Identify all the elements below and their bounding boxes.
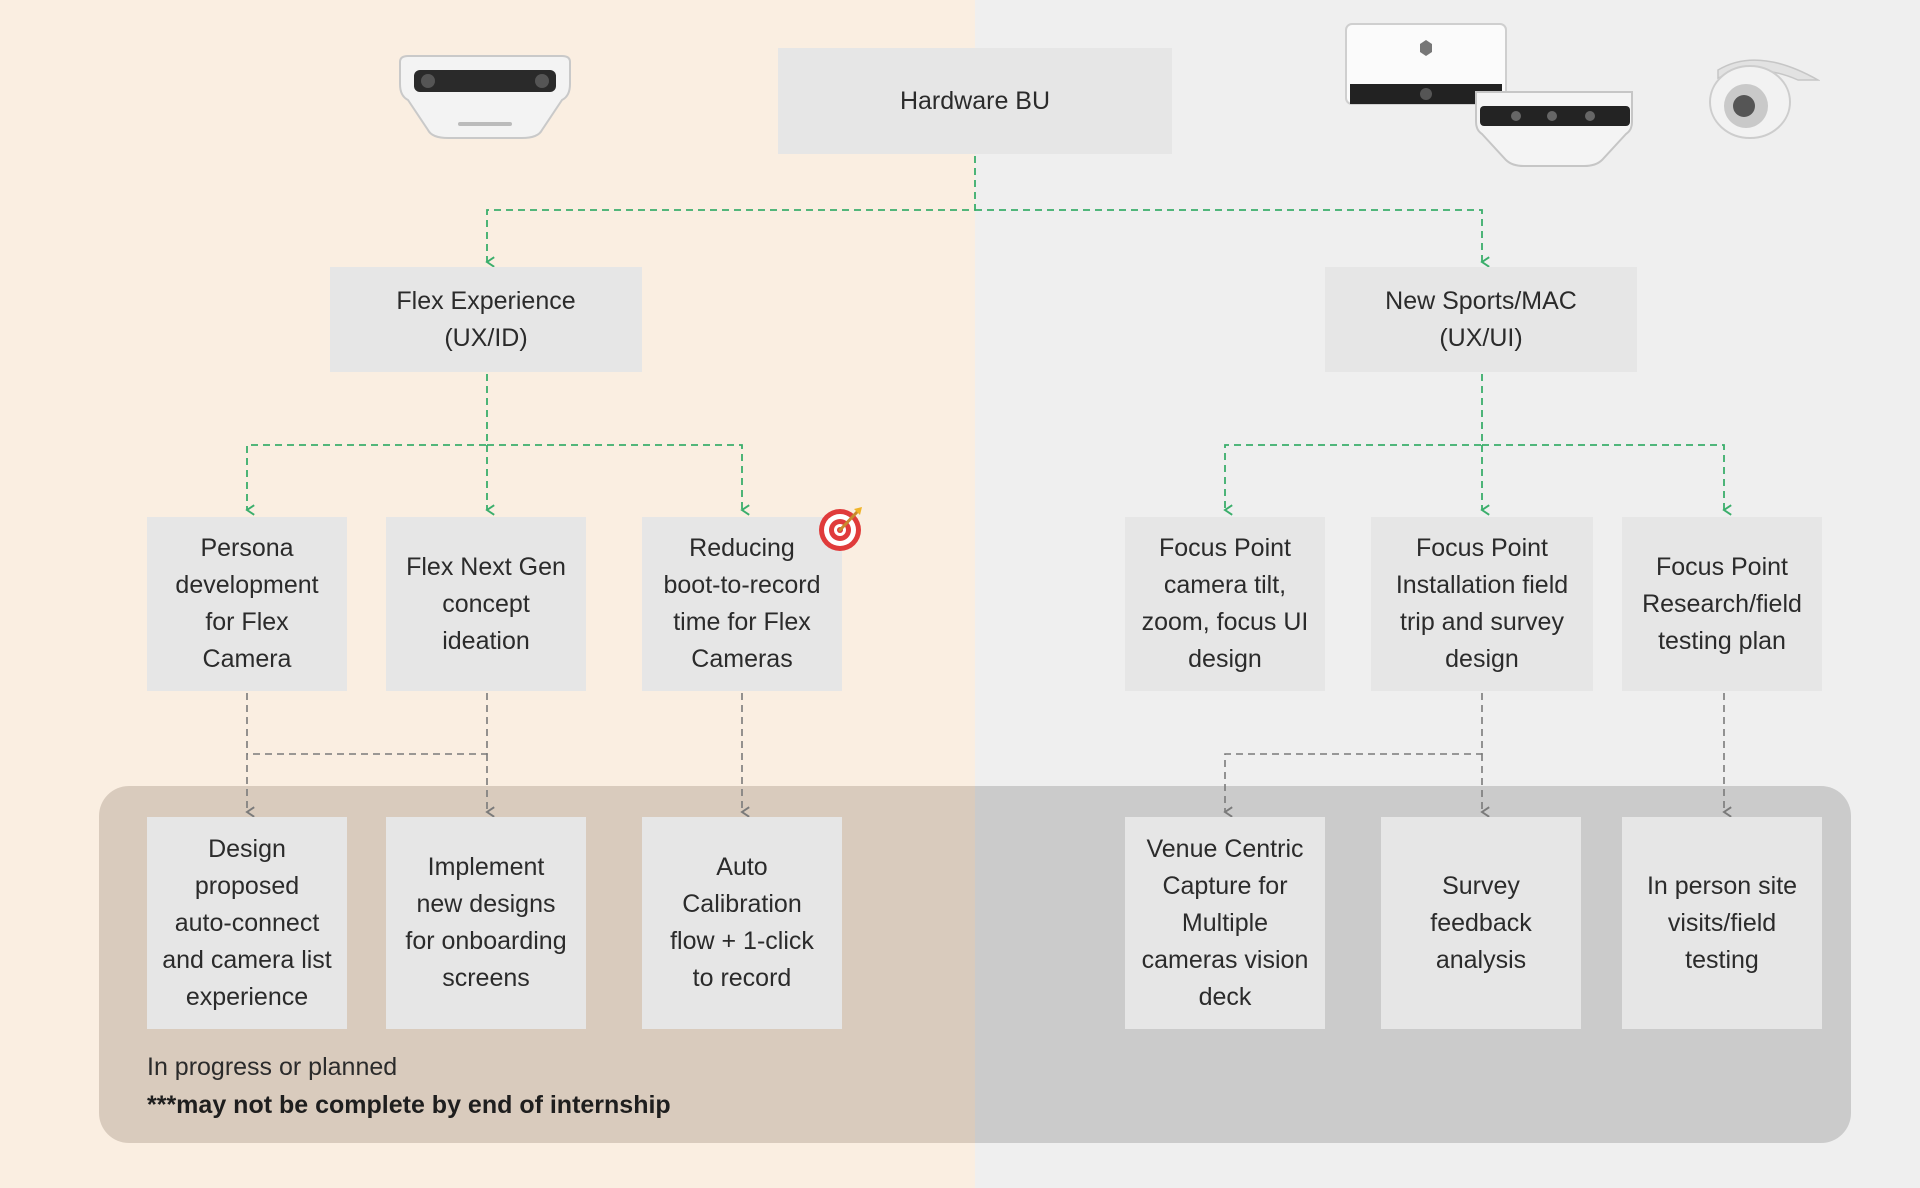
outcome-node: Venue Centric Capture for Multiple camer… [1125,817,1325,1029]
branch-sports-node: New Sports/MAC (UX/UI) [1325,267,1637,372]
task-node: Reducing boot-to-record time for Flex Ca… [642,517,842,691]
branch-flex-label: Flex Experience (UX/ID) [396,286,576,352]
task-label: Focus Point Research/field testing plan [1642,552,1802,655]
outcome-label: Auto Calibration flow + 1-click to recor… [670,853,814,992]
region-note: In progress or planned [147,1053,398,1081]
dome-camera-image [1709,59,1820,139]
branch-flex-node: Flex Experience (UX/ID) [330,267,642,372]
multi-camera-image [1345,23,1633,167]
root-label: Hardware BU [899,86,1051,115]
outcome-label: Venue Centric Capture for Multiple camer… [1141,834,1309,1011]
task-node: Persona development for Flex Camera [147,517,347,691]
branch-sports-label: New Sports/MAC (UX/UI) [1385,286,1577,352]
task-label: Focus Point Installation field trip and … [1395,534,1569,673]
task-node: Flex Next Gen concept ideation [386,517,586,691]
task-label: Reducing boot-to-record time for Flex Ca… [663,534,821,673]
outcome-node: Design proposed auto-connect and camera … [147,817,347,1029]
task-node: Focus Point Research/field testing plan [1622,517,1822,691]
outcome-label: In person site visits/field testing [1646,871,1798,974]
outcome-label: Design proposed auto-connect and camera … [162,834,332,1011]
task-node: Focus Point Installation field trip and … [1371,517,1593,691]
region-disclaimer: ***may not be complete by end of interns… [147,1091,671,1119]
root-node: Hardware BU [778,48,1172,154]
outcome-label: Survey feedback analysis [1430,871,1532,974]
task-label: Focus Point camera tilt, zoom, focus UI … [1141,534,1309,673]
outcome-node: Implement new designs for onboarding scr… [386,817,586,1029]
target-icon [819,507,862,551]
flex-camera-image [399,55,571,139]
outcome-node: Survey feedback analysis [1381,817,1581,1029]
task-label: Persona development for Flex Camera [175,534,319,673]
outcome-node: Auto Calibration flow + 1-click to recor… [642,817,842,1029]
task-node: Focus Point camera tilt, zoom, focus UI … [1125,517,1325,691]
outcome-label: Implement new designs for onboarding scr… [405,853,567,992]
outcome-node: In person site visits/field testing [1622,817,1822,1029]
task-label: Flex Next Gen concept ideation [406,552,566,655]
